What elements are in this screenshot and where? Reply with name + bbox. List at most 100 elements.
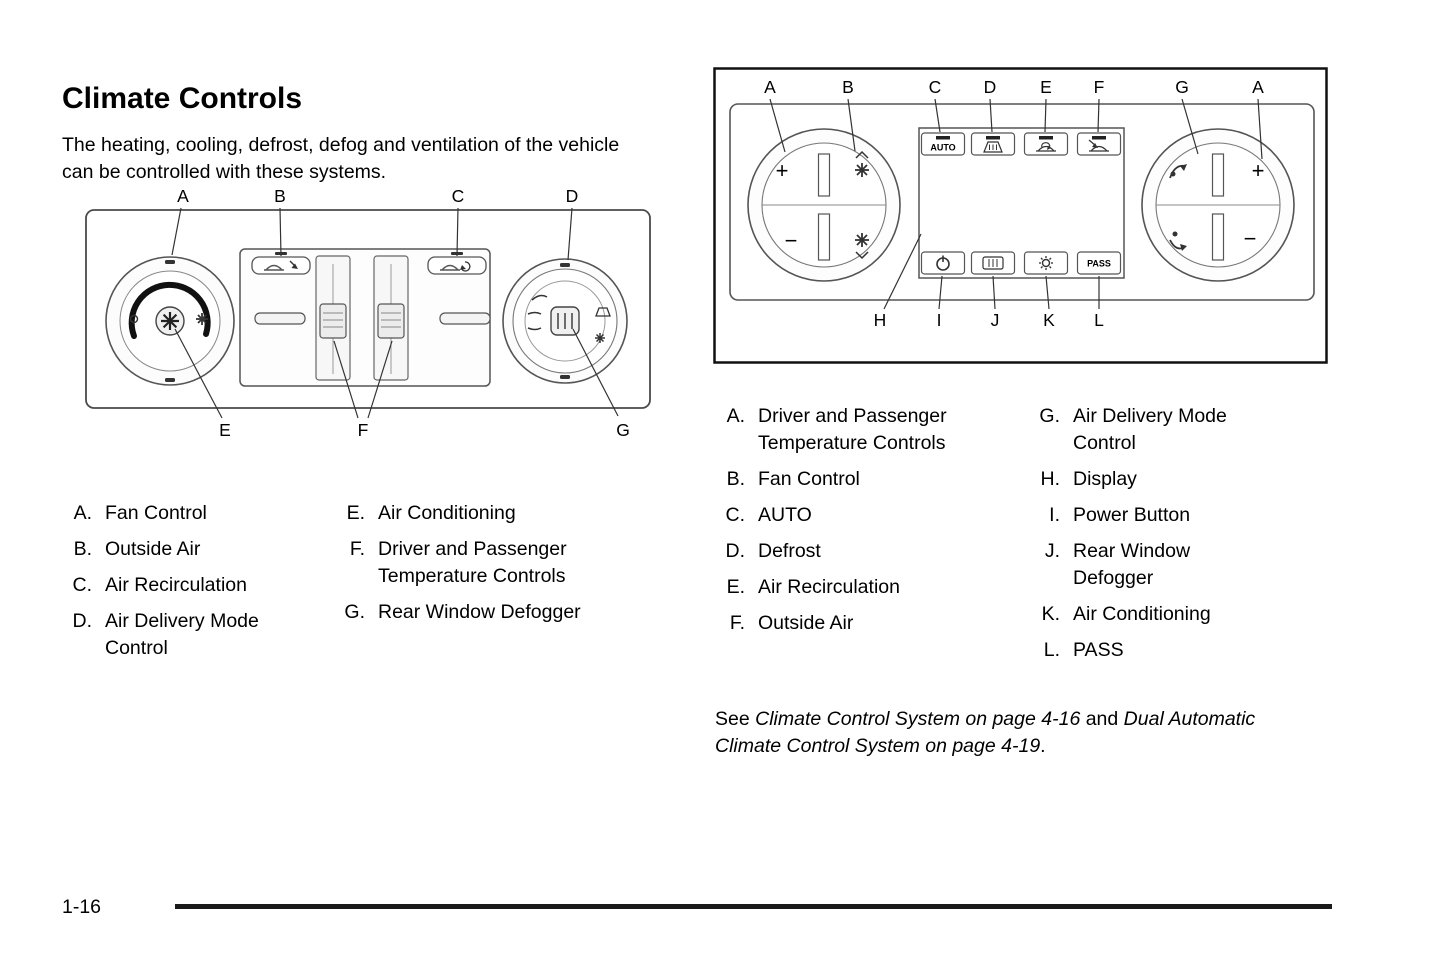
legend-column-1: A. Fan Control B. Outside Air C. Air Rec… [62,500,335,671]
callout-a-right: A [1252,77,1264,97]
callout-lines [769,98,1263,310]
pass-button-label: PASS [1087,259,1111,269]
legend-label: Fan Control [105,502,207,524]
legend-key: F. [729,612,745,634]
legend-key: D. [725,540,746,562]
legend-item: G. Air Delivery Mode Control [1030,403,1255,457]
legend-label: Outside Air [105,538,201,560]
legend-label: Defrost [758,540,821,562]
cross-reference-text: See Climate Control System on page 4-16 … [715,706,1295,761]
callout-e: E [1040,77,1052,97]
callout-d: D [984,77,997,97]
fan-up-icon [855,150,869,177]
callout-c: C [452,186,465,206]
legend-key: C. [72,574,93,596]
legend-key: A. [73,502,92,524]
callout-b: B [842,77,854,97]
legend-column-2: E. Air Conditioning F. Driver and Passen… [335,500,630,671]
outside-air-icon [264,260,298,271]
legend-key: G. [344,601,365,623]
legend-label: Air Recirculation [758,576,900,598]
legend-item: I. Power Button [1030,502,1255,529]
legend-key: F. [349,538,365,560]
minus-label: − [785,228,798,253]
legend-label: Display [1073,468,1137,490]
see-also-conjunction: and [1080,707,1124,730]
legend-item: B. Outside Air [62,536,335,563]
fan-down-icon [855,233,869,260]
display: AUTO [918,127,1125,279]
seat-airflow-up-icon [1169,164,1187,179]
legend-label: Rear Window Defogger [378,601,581,623]
callout-c: C [929,77,942,97]
legend-key: L. [1043,639,1060,661]
legend-label: Air Delivery Mode Control [1073,405,1227,454]
legend-key: H. [1040,468,1061,490]
callout-i: I [937,310,942,330]
callout-k: K [1043,310,1055,330]
callout-f: F [358,420,369,440]
see-also-ref1: Climate Control System on page 4-16 [755,707,1081,730]
right-slider-bar [439,312,491,325]
legend-key: I. [1049,504,1060,526]
legend-item: D. Defrost [715,538,1030,565]
recirculation-icon [440,261,471,272]
legend-column-1: A. Driver and Passenger Temperature Cont… [715,403,1030,673]
passenger-temp-slider [373,255,409,381]
callout-a: A [177,186,189,206]
legend-item: H. Display [1030,466,1255,493]
auto-button-label: AUTO [930,143,955,153]
legend-label: Outside Air [758,612,854,634]
automatic-panel-legend: A. Driver and Passenger Temperature Cont… [715,403,1255,673]
callout-b: B [274,186,286,206]
see-also-ref2: Dual Automatic Climate Control System on… [715,707,1256,758]
legend-label: Fan Control [758,468,860,490]
page-number: 1-16 [62,896,102,918]
legend-item: F. Outside Air [715,610,1030,637]
callout-e: E [219,420,231,440]
callout-g: G [616,420,630,440]
intro-paragraph: The heating, cooling, defrost, defog and… [62,133,620,183]
fan-control-knob [105,256,235,386]
seat-airflow-down-icon [1169,231,1187,251]
left-slider-bar [254,312,306,325]
legend-key: J. [1044,540,1060,562]
outside-air-icon [1088,139,1109,152]
rear-defogger-icon [982,256,1004,270]
temperature-slider-module [239,248,491,387]
legend-item: C. AUTO [715,502,1030,529]
recirculation-icon [1036,142,1056,152]
footer-rule [175,904,1332,909]
legend-column-2: G. Air Delivery Mode Control H. Display … [1030,403,1255,673]
air-conditioning-button [1023,251,1069,275]
manual-panel-legend: A. Fan Control B. Outside Air C. Air Rec… [62,500,630,671]
legend-key: K. [1041,603,1060,625]
recirculation-button [427,252,487,275]
legend-item: F. Driver and Passenger Temperature Cont… [335,536,630,590]
legend-label: Driver and Passenger Temperature Control… [378,538,567,587]
fan-icon [196,313,208,325]
legend-label: AUTO [758,504,812,526]
see-also-suffix: . [1040,735,1046,757]
legend-key: C. [725,504,746,526]
legend-item: L. PASS [1030,637,1255,664]
legend-label: Air Recirculation [105,574,247,596]
legend-item: J. Rear Window Defogger [1030,538,1255,592]
callout-f: F [1094,77,1105,97]
legend-key: G. [1039,405,1060,427]
legend-key: B. [726,468,745,490]
legend-item: B. Fan Control [715,466,1030,493]
callout-a-left: A [764,77,776,97]
ac-snowflake-button [155,306,185,336]
legend-label: Air Conditioning [378,502,516,524]
callout-l: L [1094,310,1104,330]
air-conditioning-icon [1039,256,1053,270]
off-position-icon [129,314,139,324]
see-also-prefix: See [715,707,756,730]
legend-item: D. Air Delivery Mode Control [62,608,335,662]
rear-defogger-button [550,306,580,336]
auto-button: AUTO [920,132,966,156]
legend-label: PASS [1073,639,1124,661]
driver-temp-slider [315,255,351,381]
plus-label: + [1252,158,1265,183]
